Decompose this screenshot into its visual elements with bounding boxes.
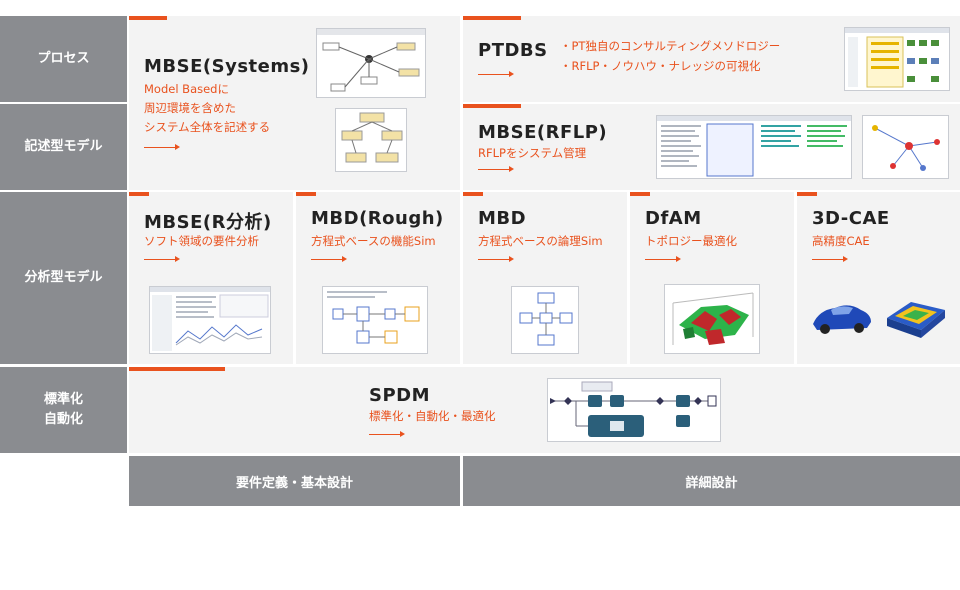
accent-bar: [797, 192, 817, 196]
card-description: 方程式ベースの論理Sim: [478, 234, 603, 248]
card-mbse-r[interactable]: MBSE(R分析) ソフト領域の要件分析: [129, 192, 293, 364]
accent-bar: [129, 192, 149, 196]
arrow-right-icon: [645, 256, 681, 263]
card-mbd-rough[interactable]: MBD(Rough) 方程式ベースの機能Sim: [296, 192, 460, 364]
card-title: MBSE(RFLP): [478, 122, 608, 143]
card-ptdbs[interactable]: PTDBS ・PT独自のコンサルティングメソドロジー ・RFLP・ノウハウ・ナレ…: [463, 16, 960, 102]
screenshot-component-cae: [881, 288, 949, 346]
card-title: SPDM: [369, 385, 431, 406]
card-description: 標準化・自動化・最適化: [369, 409, 496, 423]
card-mbse-rflp[interactable]: MBSE(RFLP) RFLPをシステム管理: [463, 104, 960, 190]
card-3d-cae[interactable]: 3D-CAE 高精度CAE: [797, 192, 960, 364]
screenshot-car-cae: [809, 288, 875, 346]
row-label-descriptive-model: 記述型モデル: [0, 104, 127, 190]
arrow-right-icon: [311, 256, 347, 263]
card-mbd[interactable]: MBD 方程式ベースの論理Sim: [463, 192, 627, 364]
screenshot-block-diagram: [335, 108, 407, 172]
arrow-right-icon: [144, 144, 180, 151]
card-description: 高精度CAE: [812, 234, 870, 248]
card-title: MBSE(Systems): [144, 56, 310, 77]
accent-bar: [463, 16, 521, 20]
accent-bar: [630, 192, 650, 196]
arrow-right-icon: [369, 431, 405, 438]
accent-bar: [463, 192, 483, 196]
arrow-right-icon: [478, 166, 514, 173]
card-title: 3D-CAE: [812, 208, 890, 229]
row-label-analytical-model: 分析型モデル: [0, 192, 127, 364]
card-title: MBSE(R分析): [144, 212, 272, 233]
card-title: MBD(Rough): [311, 208, 444, 229]
ptdbs-item-1: ・PT独自のコンサルティングメソドロジー: [560, 39, 781, 53]
card-description: トポロジー最適化: [645, 234, 737, 248]
row-label-process: プロセス: [0, 16, 127, 102]
card-title: PTDBS: [478, 40, 548, 61]
card-description: ソフト領域の要件分析: [144, 234, 259, 248]
arrow-right-icon: [478, 256, 514, 263]
footer-phase-detailed-design: 詳細設計: [463, 456, 960, 506]
accent-bar: [463, 104, 521, 108]
card-spdm[interactable]: SPDM 標準化・自動化・最適化: [129, 367, 960, 453]
card-title: MBD: [478, 208, 527, 229]
arrow-right-icon: [812, 256, 848, 263]
ptdbs-item-2: ・RFLP・ノウハウ・ナレッジの可視化: [560, 59, 761, 73]
accent-bar: [129, 367, 225, 371]
card-title: DfAM: [645, 208, 702, 229]
accent-bar: [296, 192, 316, 196]
screenshot-ptdbs-tool: [844, 27, 950, 91]
card-description: Model Basedに 周辺環境を含めた システム全体を記述する: [144, 82, 271, 134]
screenshot-rflp-editor: [656, 115, 852, 179]
arrow-right-icon: [144, 256, 180, 263]
row-label-standardization: 標準化 自動化: [0, 367, 127, 453]
screenshot-rflp-graph: [862, 115, 949, 179]
screenshot-system-diagram: [316, 28, 426, 98]
screenshot-requirements-tool: [149, 286, 271, 354]
screenshot-logic-sim: [511, 286, 579, 354]
footer-phase-requirements: 要件定義・基本設計: [129, 456, 460, 506]
card-description: 方程式ベースの機能Sim: [311, 234, 436, 248]
screenshot-functional-sim: [322, 286, 428, 354]
card-mbse-systems[interactable]: MBSE(Systems) Model Basedに 周辺環境を含めた システム…: [129, 16, 460, 190]
screenshot-spdm-workflow: [547, 378, 721, 442]
accent-bar: [129, 16, 167, 20]
card-dfam[interactable]: DfAM トポロジー最適化: [630, 192, 794, 364]
screenshot-topology-optimization: [664, 284, 760, 354]
card-description: RFLPをシステム管理: [478, 146, 587, 160]
arrow-right-icon: [478, 71, 514, 78]
